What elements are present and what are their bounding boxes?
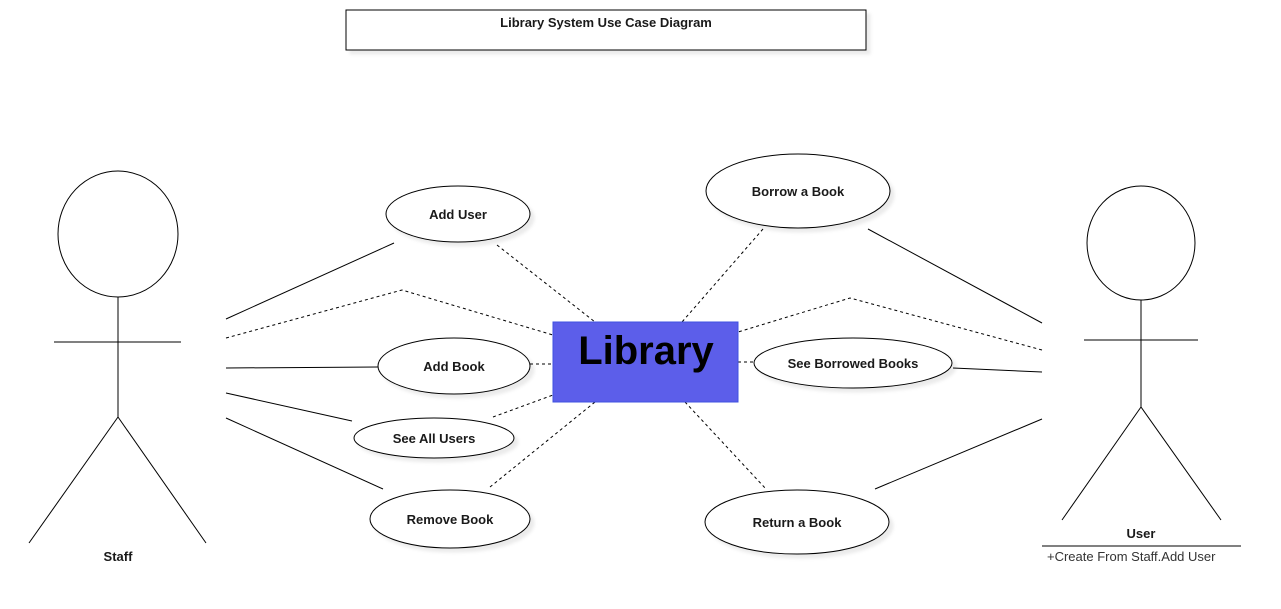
dep-staff-library [225,289,554,339]
connections [225,228,1043,490]
actor-staff [28,170,207,544]
use-case-see-all-users[interactable]: See All Users [353,417,515,459]
assoc-user-see-borrowed [952,367,1043,373]
use-case-see-borrowed-books[interactable]: See Borrowed Books [753,337,953,389]
dep-user-library [737,297,1043,351]
use-case-add-book-label: Add Book [423,359,485,374]
staff-label: Staff [104,549,134,564]
use-case-see-borrowed-books-label: See Borrowed Books [788,356,919,371]
use-case-return-book[interactable]: Return a Book [704,489,890,555]
user-right-leg [1140,406,1222,521]
actor-user [1061,185,1222,521]
use-case-remove-book[interactable]: Remove Book [369,489,531,549]
use-case-remove-book-label: Remove Book [407,512,494,527]
assoc-user-return [874,418,1043,490]
staff-left-leg [28,416,119,544]
user-label: User [1127,526,1156,541]
dep-see-all-users-library [492,394,554,418]
assoc-user-borrow [867,228,1043,324]
system-library[interactable]: Library [552,321,739,403]
use-case-add-user-label: Add User [429,207,487,222]
dep-borrow-library [681,228,764,323]
user-note: +Create From Staff.Add User [1047,549,1216,564]
assoc-staff-add-book [225,366,379,369]
assoc-staff-add-user [225,242,395,320]
use-case-add-book[interactable]: Add Book [377,337,531,395]
use-case-borrow-book-label: Borrow a Book [752,184,845,199]
user-left-leg [1061,406,1142,521]
staff-head [57,170,179,298]
use-case-add-user[interactable]: Add User [385,185,531,243]
user-head [1086,185,1196,301]
library-label: Library [578,329,714,373]
staff-right-leg [117,416,207,544]
title-box: Library System Use Case Diagram [345,9,867,51]
dep-add-user-library [496,244,596,323]
assoc-staff-see-all-users [225,392,353,422]
diagram-title: Library System Use Case Diagram [500,15,712,30]
dep-return-library [684,401,767,490]
dep-remove-book-library [489,401,596,488]
use-case-borrow-book[interactable]: Borrow a Book [705,153,891,229]
use-case-see-all-users-label: See All Users [393,431,476,446]
assoc-staff-remove-book [225,417,384,490]
use-case-return-book-label: Return a Book [753,515,843,530]
